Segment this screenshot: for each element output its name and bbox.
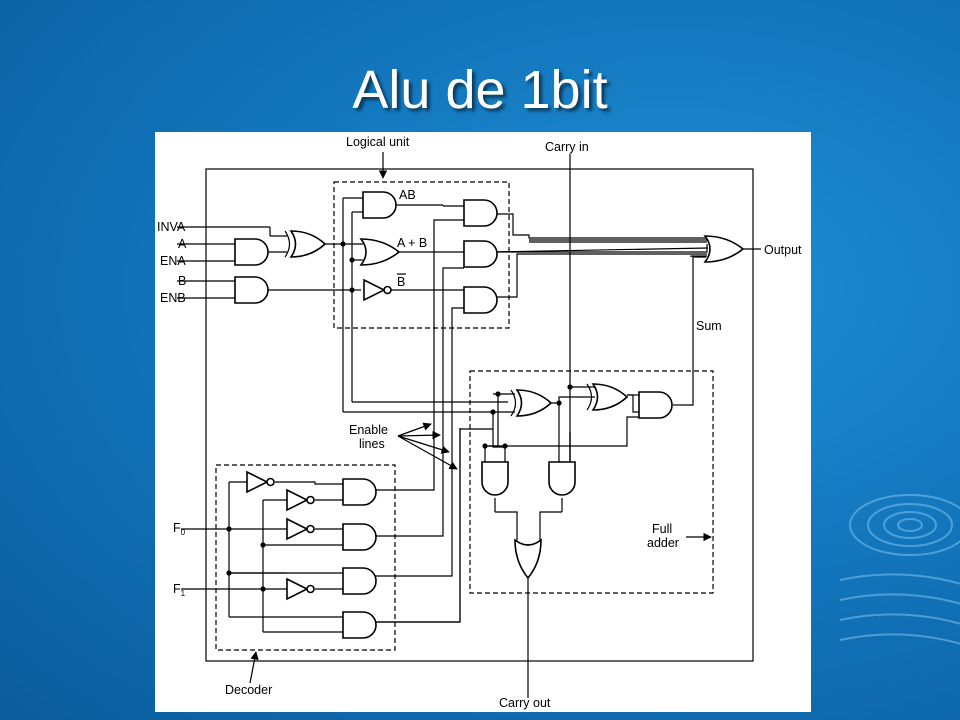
- and-gate-a-ena: [234, 238, 269, 266]
- label-b-bar: B: [397, 275, 405, 289]
- junction-dots: [226, 241, 573, 592]
- label-f1-letter: F: [173, 582, 181, 596]
- label-b: B: [178, 274, 186, 288]
- label-logical-unit: Logical unit: [346, 135, 410, 149]
- label-sum: Sum: [696, 319, 722, 333]
- label-f0: F0: [173, 521, 186, 537]
- alu-schematic: Logical unit Carry in INVA A ENA B ENB A…: [157, 135, 802, 710]
- label-f0-letter: F: [173, 521, 181, 535]
- alu-diagram: Logical unit Carry in INVA A ENA B ENB A…: [155, 132, 811, 712]
- label-a-plus-b: A + B: [397, 236, 427, 250]
- or-gate-a-plus-b: [360, 238, 400, 266]
- label-carry-out: Carry out: [499, 696, 551, 710]
- inverter-b: [363, 279, 392, 301]
- inverter-f0-top: [246, 471, 275, 493]
- label-decoder: Decoder: [225, 683, 272, 697]
- label-enb: ENB: [160, 291, 186, 305]
- and-gate-sum-enable: [638, 391, 673, 419]
- label-full: Full: [652, 522, 672, 536]
- inverter-f1-top: [286, 489, 315, 511]
- decoder-box: [215, 464, 396, 651]
- decoder-and-0: [342, 478, 377, 506]
- and-gate-carry-1: [481, 461, 509, 496]
- label-f1-subscript: 1: [181, 589, 186, 598]
- ripple-decoration-icon: [840, 494, 960, 645]
- alu-outline: [205, 168, 754, 662]
- decoder-and-2: [342, 567, 377, 595]
- annotation-arrows: [249, 152, 712, 684]
- full-adder-box: [469, 370, 714, 594]
- and-gate-b-enb: [234, 276, 269, 304]
- and-gate-enable-ab: [463, 199, 498, 227]
- decoder-and-1: [342, 523, 377, 551]
- label-ena: ENA: [160, 254, 186, 268]
- wires: [177, 154, 761, 698]
- label-f1: F1: [173, 582, 186, 598]
- or-gate-output: [704, 235, 744, 263]
- and-gate-enable-bbar: [463, 286, 498, 314]
- label-f0-subscript: 0: [181, 528, 186, 537]
- label-lines: lines: [359, 437, 385, 451]
- or-gate-carry-out: [514, 539, 542, 579]
- logical-unit-box: [333, 181, 510, 329]
- decoder-and-3: [342, 611, 377, 639]
- xor-gate-adder-1: [510, 389, 552, 417]
- label-inva: INVA: [157, 220, 186, 234]
- label-enable: Enable: [349, 423, 388, 437]
- label-output: Output: [764, 243, 802, 257]
- and-gate-ab: [362, 191, 397, 219]
- xor-gate-inva: [284, 230, 326, 258]
- label-adder: adder: [647, 536, 679, 550]
- label-a: A: [178, 237, 187, 251]
- inverter-f1-low: [286, 578, 315, 600]
- and-gate-enable-or: [463, 240, 498, 268]
- label-ab: AB: [399, 188, 416, 202]
- and-gate-carry-2: [548, 461, 576, 496]
- inverter-f0-mid: [286, 518, 315, 540]
- slide-title: Alu de 1bit: [352, 60, 608, 120]
- label-carry-in: Carry in: [545, 140, 589, 154]
